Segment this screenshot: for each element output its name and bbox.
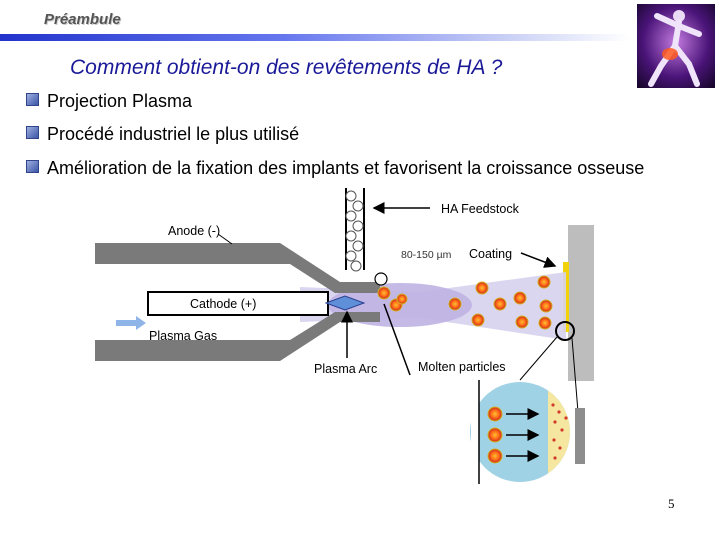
- label-feedstock: HA Feedstock: [441, 202, 520, 216]
- feedstock-powder: [345, 190, 364, 272]
- bullet-item: Projection Plasma: [26, 91, 716, 112]
- label-coating: Coating: [469, 247, 512, 261]
- body-xray-icon: [637, 4, 715, 88]
- label-plasma-arc: Plasma Arc: [314, 362, 377, 376]
- slide-title: Comment obtient-on des revêtements de HA…: [70, 56, 503, 79]
- substrate: [568, 225, 594, 381]
- bullet-item: Procédé industriel le plus utilisé: [26, 124, 716, 145]
- bullet-square-icon: [26, 93, 39, 106]
- bullet-square-icon: [26, 126, 39, 139]
- bullet-text: Procédé industriel le plus utilisé: [47, 124, 300, 144]
- plasma-spray-diagram: HA Feedstock Anode (-) 80-150 µm Coating…: [95, 188, 594, 486]
- molten-particles: [377, 275, 553, 330]
- page-number: 5: [668, 496, 675, 511]
- gas-arrow-head: [136, 316, 146, 330]
- section-header: Préambule: [44, 11, 121, 28]
- bullet-text: Projection Plasma: [47, 91, 193, 111]
- zoom-marker: [555, 321, 575, 341]
- label-size-range: 80-150 µm: [401, 249, 452, 261]
- cathode-tip: [324, 295, 366, 311]
- label-plasma-gas: Plasma Gas: [149, 329, 217, 343]
- zoom-panel: [470, 378, 585, 486]
- bullet-item: Amélioration de la fixation des implants…: [26, 158, 716, 179]
- label-cathode: Cathode (+): [190, 297, 256, 311]
- bullet-square-icon: [26, 160, 39, 173]
- bullet-text: Amélioration de la fixation des implants…: [47, 158, 645, 178]
- torch-anode-lower: [95, 312, 380, 361]
- label-molten-particles: Molten particles: [418, 360, 506, 374]
- feed-injector: [374, 272, 388, 286]
- header-divider: [0, 34, 630, 41]
- torch-anode-upper: [95, 243, 380, 293]
- label-anode: Anode (-): [168, 224, 220, 238]
- gas-arrow-shaft: [116, 320, 136, 326]
